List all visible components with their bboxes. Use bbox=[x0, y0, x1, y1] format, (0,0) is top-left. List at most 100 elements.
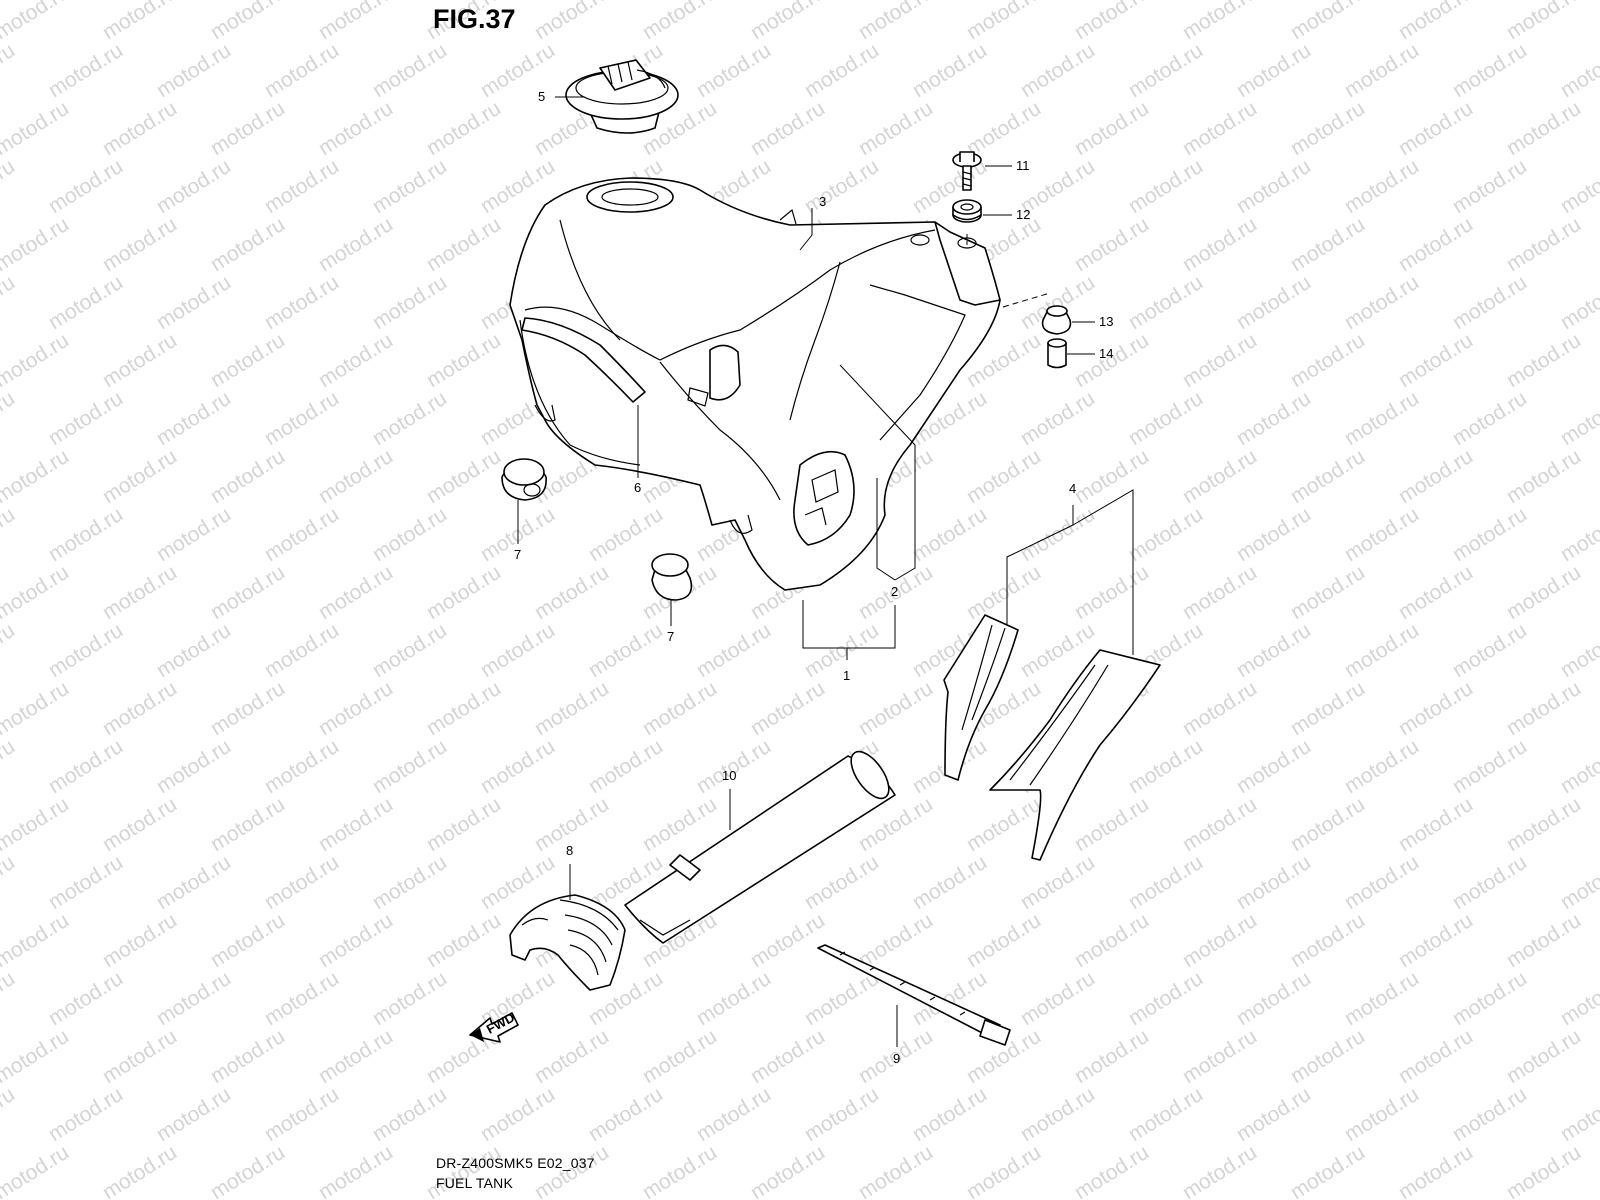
watermark-text: motod.ru bbox=[1070, 1141, 1152, 1200]
watermark-text: motod.ru bbox=[638, 793, 720, 856]
watermark-text: motod.ru bbox=[638, 1025, 720, 1088]
watermark-text: motod.ru bbox=[1394, 213, 1476, 276]
watermark-text: motod.ru bbox=[1070, 445, 1152, 508]
watermark-text: motod.ru bbox=[638, 0, 720, 44]
callout-4: 4 bbox=[1069, 481, 1076, 496]
watermark-text: motod.ru bbox=[1502, 1141, 1584, 1200]
watermark-text: motod.ru bbox=[314, 329, 396, 392]
watermark-text: motod.ru bbox=[0, 503, 19, 566]
watermark-text: motod.ru bbox=[692, 1083, 774, 1146]
watermark-text: motod.ru bbox=[962, 445, 1044, 508]
watermark-text: motod.ru bbox=[746, 0, 828, 44]
watermark-text: motod.ru bbox=[1394, 329, 1476, 392]
watermark-text: motod.ru bbox=[1448, 619, 1530, 682]
callout-11: 11 bbox=[1016, 158, 1030, 173]
watermark-text: motod.ru bbox=[1232, 503, 1314, 566]
watermark-text: motod.ru bbox=[1124, 387, 1206, 450]
watermark-text: motod.ru bbox=[314, 213, 396, 276]
clamp bbox=[509, 894, 626, 991]
watermark-text: motod.ru bbox=[206, 793, 288, 856]
watermark-text: motod.ru bbox=[1556, 503, 1600, 566]
watermark-text: motod.ru bbox=[0, 1141, 73, 1200]
watermark-text: motod.ru bbox=[98, 909, 180, 972]
watermark-text: motod.ru bbox=[1340, 967, 1422, 1030]
watermark-text: motod.ru bbox=[0, 213, 73, 276]
watermark-text: motod.ru bbox=[1556, 155, 1600, 218]
watermark-text: motod.ru bbox=[368, 271, 450, 334]
watermark-text: motod.ru bbox=[0, 735, 19, 798]
watermark-text: motod.ru bbox=[368, 735, 450, 798]
watermark-text: motod.ru bbox=[368, 155, 450, 218]
watermark-text: motod.ru bbox=[98, 0, 180, 44]
washer bbox=[952, 199, 982, 223]
watermark-text: motod.ru bbox=[206, 561, 288, 624]
watermark-text: motod.ru bbox=[1556, 1083, 1600, 1146]
callout-7-right: 7 bbox=[667, 629, 674, 644]
watermark-text: motod.ru bbox=[1502, 329, 1584, 392]
watermark-text: motod.ru bbox=[1556, 387, 1600, 450]
watermark-text: motod.ru bbox=[1124, 271, 1206, 334]
watermark-text: motod.ru bbox=[1232, 155, 1314, 218]
watermark-text: motod.ru bbox=[1340, 271, 1422, 334]
watermark-text: motod.ru bbox=[1394, 1025, 1476, 1088]
watermark-text: motod.ru bbox=[1448, 271, 1530, 334]
watermark-text: motod.ru bbox=[1286, 0, 1368, 44]
watermark-text: motod.ru bbox=[1340, 735, 1422, 798]
watermark-text: motod.ru bbox=[0, 97, 73, 160]
watermark-text: motod.ru bbox=[638, 1141, 720, 1200]
watermark-text: motod.ru bbox=[530, 677, 612, 740]
tank-trim-strip bbox=[521, 317, 646, 403]
watermark-text: motod.ru bbox=[1448, 155, 1530, 218]
watermark-text: motod.ru bbox=[422, 445, 504, 508]
watermark-text: motod.ru bbox=[1286, 561, 1368, 624]
watermark-text: motod.ru bbox=[0, 967, 19, 1030]
watermark-text: motod.ru bbox=[1232, 735, 1314, 798]
watermark-text: motod.ru bbox=[1340, 39, 1422, 102]
watermark-text: motod.ru bbox=[368, 503, 450, 566]
watermark-text: motod.ru bbox=[854, 909, 936, 972]
watermark-text: motod.ru bbox=[530, 561, 612, 624]
watermark-text: motod.ru bbox=[152, 503, 234, 566]
watermark-text: motod.ru bbox=[98, 793, 180, 856]
watermark-text: motod.ru bbox=[314, 909, 396, 972]
watermark-text: motod.ru bbox=[152, 967, 234, 1030]
watermark-text: motod.ru bbox=[98, 97, 180, 160]
watermark-text: motod.ru bbox=[1232, 39, 1314, 102]
watermark-text: motod.ru bbox=[800, 155, 882, 218]
watermark-text: motod.ru bbox=[746, 97, 828, 160]
watermark-text: motod.ru bbox=[260, 851, 342, 914]
watermark-text: motod.ru bbox=[800, 619, 882, 682]
fuel-tank bbox=[509, 177, 1001, 591]
watermark-text: motod.ru bbox=[476, 735, 558, 798]
watermark-text: motod.ru bbox=[44, 155, 126, 218]
watermark-text: motod.ru bbox=[746, 1141, 828, 1200]
watermark-text: motod.ru bbox=[152, 387, 234, 450]
watermark-text: motod.ru bbox=[206, 97, 288, 160]
watermark-text: motod.ru bbox=[1124, 39, 1206, 102]
watermark-text: motod.ru bbox=[1124, 735, 1206, 798]
fuel-cap bbox=[565, 59, 679, 134]
watermark-text: motod.ru bbox=[908, 503, 990, 566]
watermark-text: motod.ru bbox=[584, 619, 666, 682]
watermark-text: motod.ru bbox=[1394, 0, 1476, 44]
callout-12: 12 bbox=[1016, 207, 1030, 222]
watermark-text: motod.ru bbox=[0, 793, 73, 856]
watermark-text: motod.ru bbox=[0, 561, 73, 624]
watermark-text: motod.ru bbox=[1016, 851, 1098, 914]
watermark-text: motod.ru bbox=[1286, 329, 1368, 392]
watermark-text: motod.ru bbox=[1016, 967, 1098, 1030]
watermark-text: motod.ru bbox=[854, 97, 936, 160]
watermark-text: motod.ru bbox=[1286, 213, 1368, 276]
watermark-text: motod.ru bbox=[962, 561, 1044, 624]
watermark-text: motod.ru bbox=[800, 967, 882, 1030]
watermark-text: motod.ru bbox=[314, 97, 396, 160]
figure-title: FIG.37 bbox=[433, 4, 516, 34]
watermark-text: motod.ru bbox=[1394, 97, 1476, 160]
watermark-text: motod.ru bbox=[1556, 619, 1600, 682]
watermark-text: motod.ru bbox=[692, 619, 774, 682]
watermark-text: motod.ru bbox=[1394, 677, 1476, 740]
watermark-text: motod.ru bbox=[1286, 1025, 1368, 1088]
watermark-text: motod.ru bbox=[1502, 1025, 1584, 1088]
watermark-text: motod.ru bbox=[0, 329, 73, 392]
watermark-text: motod.ru bbox=[962, 793, 1044, 856]
